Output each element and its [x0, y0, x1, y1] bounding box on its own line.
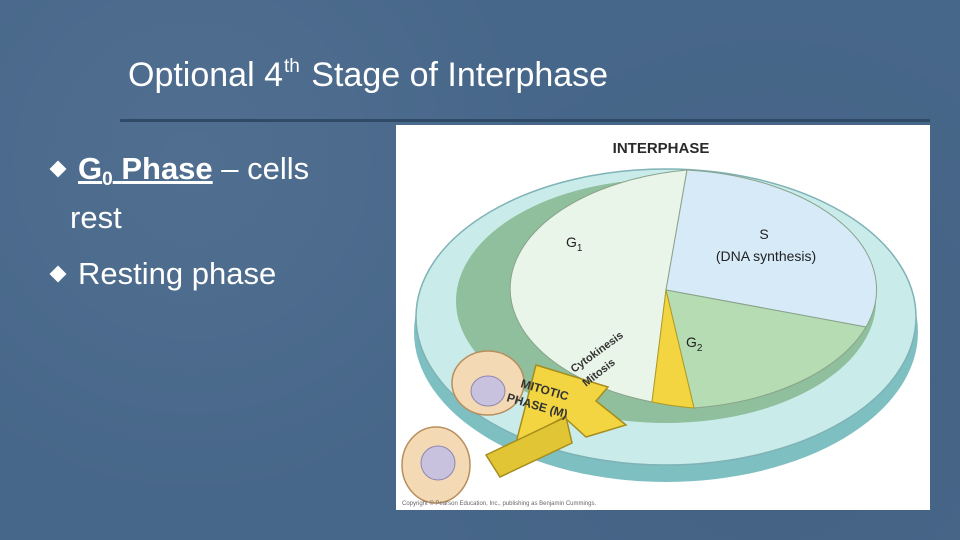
mitotic-arrow-side: [484, 415, 573, 478]
g2-wedge: [665, 289, 867, 409]
g2-label: G2: [686, 334, 703, 354]
nucleus-lower: [420, 445, 456, 481]
g0-description-continued: rest: [70, 200, 122, 235]
cell-cycle-diagram: INTERPHASE G1 S (DNA synthesis) G2 Cytok…: [401, 140, 918, 507]
g0-description: – cells: [212, 151, 310, 186]
slide-title: Optional 4th Stage of Interphase: [128, 56, 609, 94]
title-divider: [120, 119, 930, 122]
interphase-label: INTERPHASE: [613, 140, 710, 157]
nucleus-upper: [470, 375, 506, 407]
s-description: (DNA synthesis): [716, 248, 816, 264]
resting-phase-text: Resting phase: [78, 256, 277, 291]
s-wedge: [665, 169, 878, 328]
copyright-text: Copyright © Pearson Education, Inc., pub…: [402, 500, 597, 507]
bullet-list: G0 Phase – cells rest Resting phase: [49, 150, 310, 293]
s-label: S: [759, 226, 768, 242]
bullet-g0-phase: G0 Phase – cells rest: [49, 150, 310, 237]
bullet-diamond-icon: [49, 265, 67, 283]
g1-label: G1: [566, 234, 583, 254]
mitotic-wedge: [651, 289, 695, 409]
bullet-resting-phase: Resting phase: [49, 255, 309, 293]
cell-cycle-figure: INTERPHASE G1 S (DNA synthesis) G2 Cytok…: [396, 125, 930, 510]
bullet-diamond-icon: [49, 160, 67, 178]
g0-term: G0 Phase: [78, 151, 213, 190]
